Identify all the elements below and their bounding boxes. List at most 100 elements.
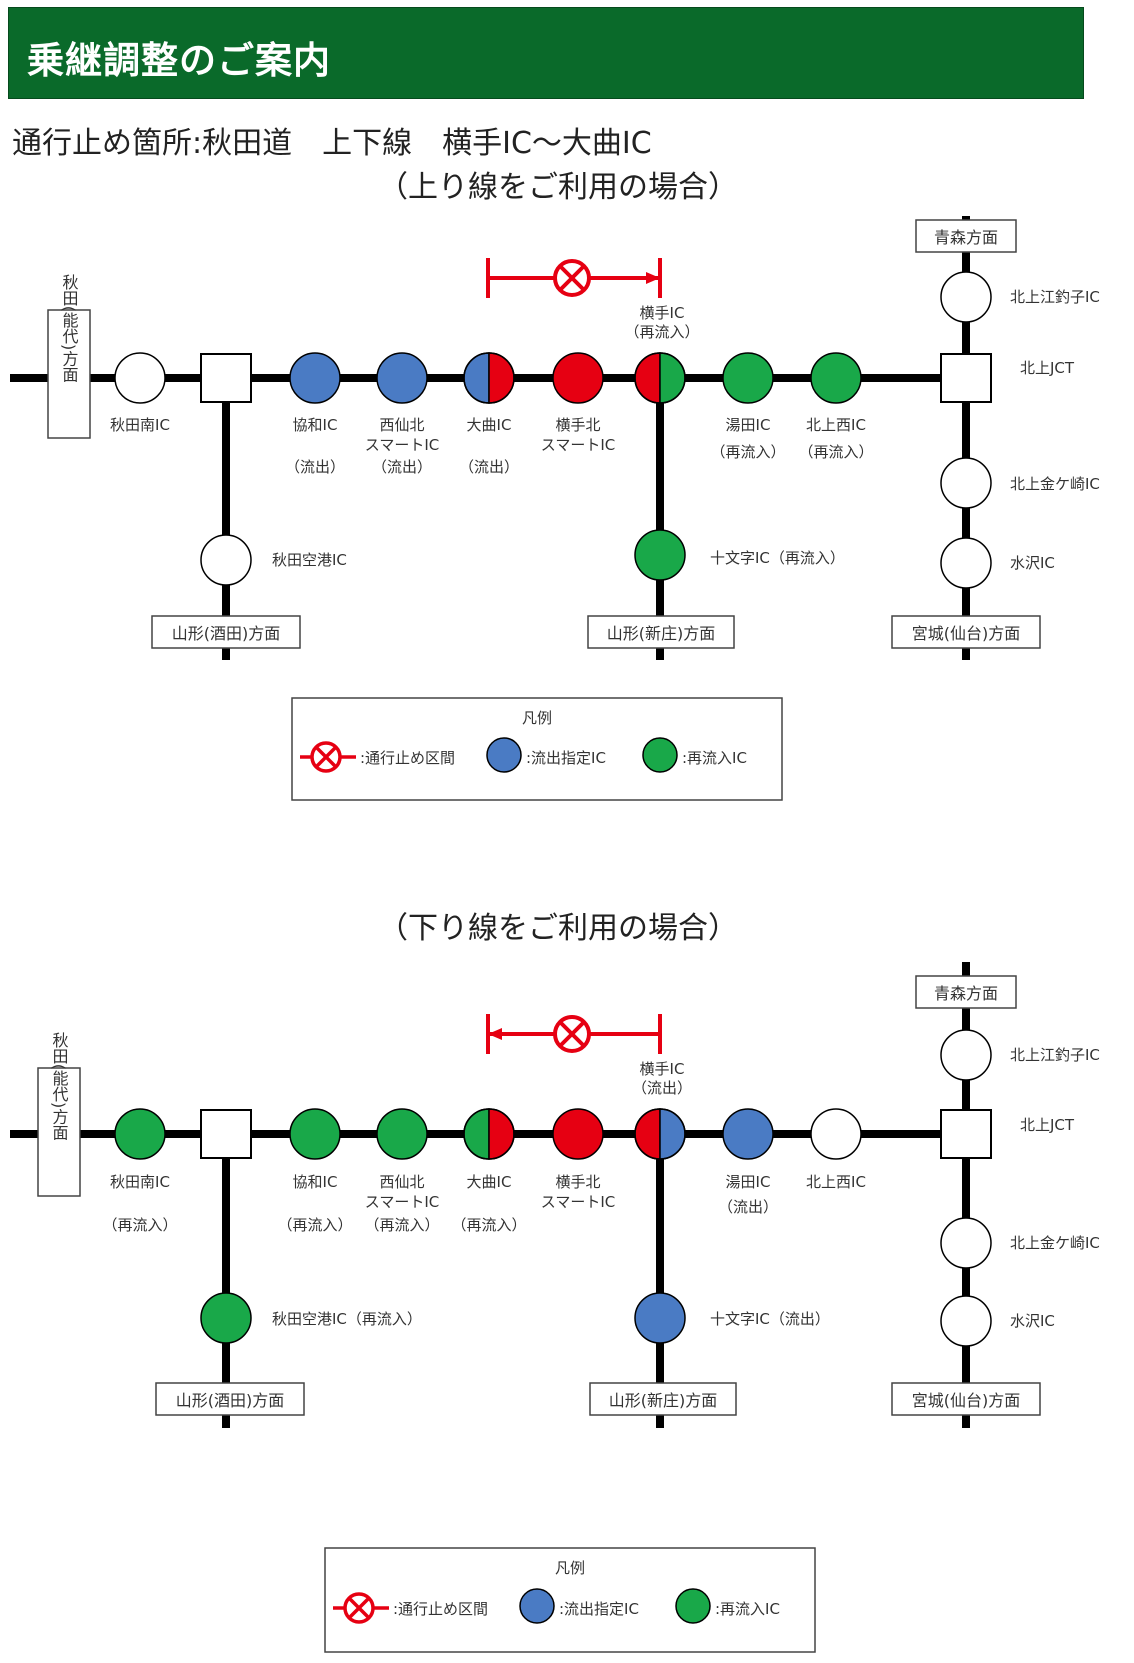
direction-box-shinjo: 山形(新庄)方面: [589, 1382, 737, 1416]
note-nishisenboku: （流出）: [372, 458, 432, 476]
legend-reentry-label: :再流入IC: [682, 749, 747, 767]
legend-title: 凡例: [555, 1559, 585, 1577]
label-yokote: 横手IC: [640, 304, 685, 322]
closure-marker: [486, 1014, 662, 1054]
akita-kita-junction: [200, 353, 252, 403]
label-nishisenboku-1: 西仙北: [379, 1173, 424, 1191]
legend-down: 凡例 :通行止め区間 :流出指定IC :再流入IC: [324, 1547, 816, 1653]
akita-airport-ic-node: [200, 534, 252, 586]
header-banner: 乗継調整のご案内: [8, 7, 1084, 99]
kitakami-esashi-ic-node: [940, 271, 992, 323]
direction-box-sakata: 山形(酒田)方面: [151, 615, 301, 649]
label-kitakami-kanegasaki: 北上金ケ崎IC: [1010, 475, 1100, 493]
akita-minami-ic-node: [114, 352, 166, 404]
label-yokotekita-1: 横手北: [555, 1173, 600, 1191]
note-omagari: （流出）: [459, 458, 519, 476]
note-yuda: （再流入）: [710, 443, 785, 461]
yokotekita-sic-node: [552, 352, 604, 404]
label-yokote: 横手IC: [640, 1060, 685, 1078]
legend-closed-label: :通行止め区間: [360, 749, 455, 767]
label-yokotekita-2: スマートIC: [541, 1193, 615, 1211]
direction-box-sakata: 山形(酒田)方面: [155, 1382, 305, 1416]
kitakaminishi-ic-node: [810, 1108, 862, 1160]
akita-airport-ic-node: [200, 1292, 252, 1344]
kitakami-kanegasaki-ic-node: [940, 457, 992, 509]
legend-reentry-label: :再流入IC: [715, 1600, 780, 1618]
direction-box-shinjo: 山形(新庄)方面: [587, 615, 735, 649]
svg-text:秋田(能代)方面: 秋田(能代)方面: [60, 274, 79, 383]
label-yokotekita-1: 横手北: [555, 416, 600, 434]
label-nishisenboku-2: スマートIC: [365, 436, 439, 454]
label-nishisenboku-1: 西仙北: [379, 416, 424, 434]
label-omagari: 大曲IC: [467, 416, 512, 434]
direction-box-aomori: 青森方面: [915, 219, 1017, 253]
kyowa-ic-node: [289, 352, 341, 404]
yuda-ic-node: [722, 352, 774, 404]
down-line-route-diagram: 秋田(能代)方面 青森方面 山形(酒田)方面 山形(新庄)方面 宮城(仙台)方面: [10, 962, 1100, 1653]
direction-box-aomori: 青森方面: [915, 975, 1017, 1009]
label-kitakami-jct: 北上JCT: [1020, 1116, 1075, 1134]
label-kitakaminishi: 北上西IC: [806, 416, 866, 434]
label-kitakami-kanegasaki: 北上金ケ崎IC: [1010, 1234, 1100, 1252]
note-kyowa: （再流入）: [277, 1216, 352, 1234]
svg-text:青森方面: 青森方面: [934, 228, 998, 247]
label-kyowa: 協和IC: [293, 1173, 338, 1191]
direction-box-miyagi: 宮城(仙台)方面: [891, 615, 1041, 649]
svg-text:山形(新庄)方面: 山形(新庄)方面: [609, 1391, 718, 1410]
kitakaminishi-ic-node: [810, 352, 862, 404]
label-jumonji: 十文字IC（流出）: [710, 1310, 830, 1328]
label-akita-minami: 秋田南IC: [110, 1173, 170, 1191]
svg-text:秋田(能代)方面: 秋田(能代)方面: [50, 1032, 69, 1141]
yokotekita-sic-node: [552, 1108, 604, 1160]
legend-exit-label: :流出指定IC: [559, 1600, 639, 1618]
mizusawa-ic-node: [940, 537, 992, 589]
legend-exit-label: :流出指定IC: [526, 749, 606, 767]
label-jumonji: 十文字IC（再流入）: [710, 549, 845, 567]
legend-exit-icon: [519, 1588, 555, 1624]
kyowa-ic-node: [289, 1108, 341, 1160]
label-kitakami-esashi: 北上江釣子IC: [1010, 1046, 1100, 1064]
label-yuda: 湯田IC: [726, 416, 771, 434]
label-kitakami-jct: 北上JCT: [1020, 359, 1075, 377]
note-omagari: （再流入）: [451, 1216, 526, 1234]
omagari-ic-node: [463, 352, 515, 404]
legend-reentry-icon: [642, 737, 678, 773]
svg-text:山形(新庄)方面: 山形(新庄)方面: [607, 624, 716, 643]
label-nishisenboku-2: スマートIC: [365, 1193, 439, 1211]
note-yokote: （流出）: [632, 1079, 692, 1097]
label-kyowa: 協和IC: [293, 416, 338, 434]
label-yokotekita-2: スマートIC: [541, 436, 615, 454]
yokote-ic-node: [634, 352, 686, 404]
svg-text:山形(酒田)方面: 山形(酒田)方面: [176, 1391, 285, 1410]
label-akita-minami: 秋田南IC: [110, 416, 170, 434]
akita-minami-ic-node: [114, 1108, 166, 1160]
kitakami-kanegasaki-ic-node: [940, 1217, 992, 1269]
nishisenboku-sic-node: [376, 352, 428, 404]
note-kitakaminishi: （再流入）: [798, 443, 873, 461]
label-kitakami-esashi: 北上江釣子IC: [1010, 288, 1100, 306]
legend-reentry-icon: [675, 1588, 711, 1624]
svg-text:宮城(仙台)方面: 宮城(仙台)方面: [912, 624, 1021, 643]
legend-title: 凡例: [522, 709, 552, 727]
label-yuda: 湯田IC: [726, 1173, 771, 1191]
note-akita-minami: （再流入）: [102, 1216, 177, 1234]
legend-closed-label: :通行止め区間: [393, 1600, 488, 1618]
label-akita-airport: 秋田空港IC: [272, 551, 347, 569]
note-yuda: （流出）: [718, 1198, 778, 1216]
label-mizusawa: 水沢IC: [1010, 1312, 1055, 1330]
yuda-ic-node: [722, 1108, 774, 1160]
label-kitakaminishi: 北上西IC: [806, 1173, 866, 1191]
direction-box-left: 秋田(能代)方面: [37, 1032, 81, 1197]
omagari-ic-node: [463, 1108, 515, 1160]
mizusawa-ic-node: [940, 1295, 992, 1347]
nishisenboku-sic-node: [376, 1108, 428, 1160]
svg-text:宮城(仙台)方面: 宮城(仙台)方面: [912, 1391, 1021, 1410]
label-mizusawa: 水沢IC: [1010, 554, 1055, 572]
up-line-subtitle: （上り線をご利用の場合）: [378, 170, 738, 205]
kitakami-esashi-ic-node: [940, 1029, 992, 1081]
svg-text:山形(酒田)方面: 山形(酒田)方面: [172, 624, 281, 643]
direction-box-miyagi: 宮城(仙台)方面: [891, 1382, 1041, 1416]
note-nishisenboku: （再流入）: [364, 1216, 439, 1234]
legend-exit-icon: [486, 737, 522, 773]
kitakami-jct-node: [940, 1109, 992, 1159]
